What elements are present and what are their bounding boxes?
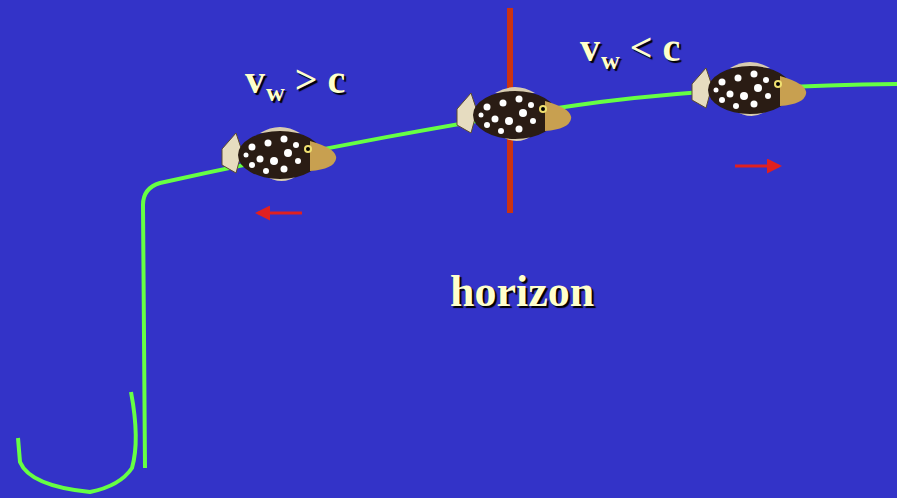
fish — [457, 87, 571, 141]
comparison: > c — [295, 60, 346, 100]
velocity-subscript: w — [266, 80, 285, 106]
comparison: < c — [630, 28, 681, 68]
velocity-symbol: v — [580, 28, 600, 68]
velocity-subscript: w — [601, 48, 620, 74]
fish — [222, 127, 336, 181]
motion-arrow — [735, 165, 779, 168]
fish — [692, 62, 806, 116]
region-label: horizon — [450, 270, 594, 314]
motion-arrow — [258, 212, 302, 215]
hook-line — [18, 392, 136, 492]
fishing-line — [143, 84, 897, 468]
velocity-symbol: v — [245, 60, 265, 100]
